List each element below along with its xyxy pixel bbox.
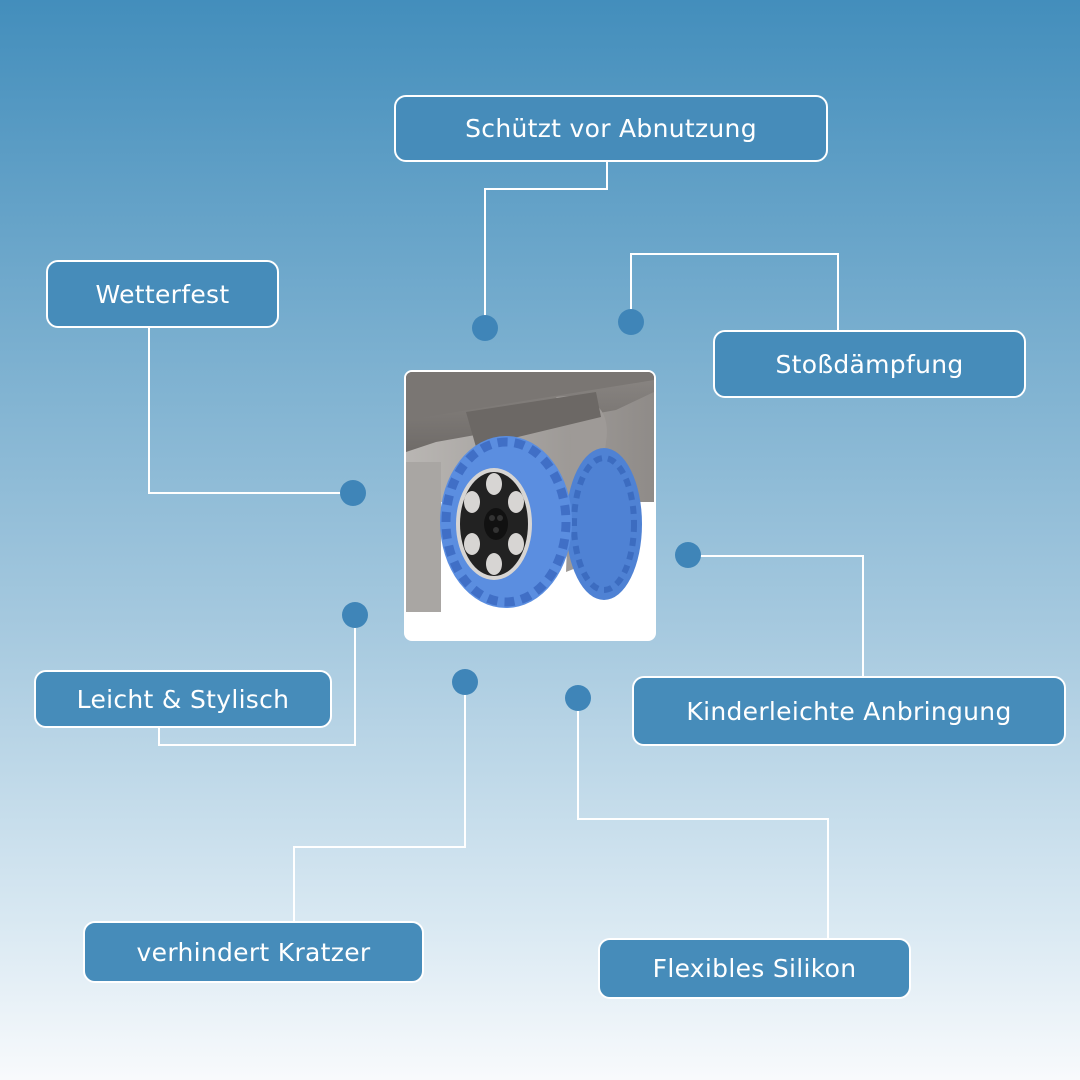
connector-silikon [577, 705, 829, 938]
connector-abnutzung [484, 162, 608, 318]
connector-anbringung [688, 555, 864, 676]
feature-label-wetterfest: Wetterfest [46, 260, 279, 328]
silicone-wheel-cover-icon [406, 372, 654, 612]
connector-leicht [158, 622, 356, 746]
connector-dot-leicht [342, 602, 368, 628]
connector-stoss [630, 253, 839, 330]
product-photo [404, 370, 656, 641]
feature-label-leicht-stylisch: Leicht & Stylisch [34, 670, 332, 728]
connector-dot-wetterfest [340, 480, 366, 506]
connector-wetterfest [148, 328, 345, 494]
connector-dot-stoss [618, 309, 644, 335]
feature-label-kratzer: verhindert Kratzer [83, 921, 424, 983]
feature-label-anbringung: Kinderleichte Anbringung [632, 676, 1066, 746]
feature-label-abnutzung: Schützt vor Abnutzung [394, 95, 828, 162]
connector-dot-abnutzung [472, 315, 498, 341]
connector-dot-kratzer [452, 669, 478, 695]
connector-dot-silikon [565, 685, 591, 711]
connector-dot-anbringung [675, 542, 701, 568]
feature-label-stossdaempfung: Stoßdämpfung [713, 330, 1026, 398]
connector-kratzer [293, 690, 466, 921]
feature-label-silikon: Flexibles Silikon [598, 938, 911, 999]
